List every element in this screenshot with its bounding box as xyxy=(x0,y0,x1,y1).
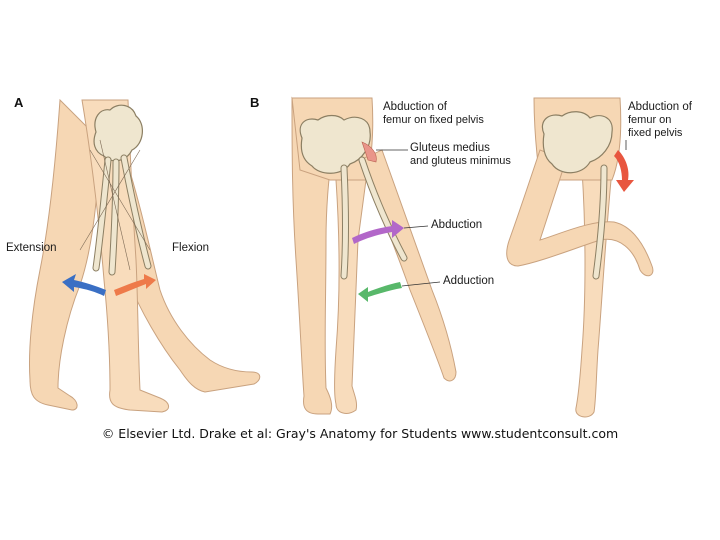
abduction-label: Abduction xyxy=(431,219,483,231)
abduction-fixed-pelvis-label-line1: Abduction of xyxy=(383,101,447,113)
extension-arrow xyxy=(62,274,106,296)
flexion-arrow xyxy=(114,274,156,296)
abduction-fixed-pelvis-label-line2: femur on fixed pelvis xyxy=(383,114,484,126)
adduction-label: Adduction xyxy=(443,275,495,287)
flexion-label: Flexion xyxy=(172,242,210,254)
pelvis-bone-a xyxy=(93,104,143,162)
center-right-leg xyxy=(334,179,367,414)
panel-b-right-illustration xyxy=(506,97,654,418)
panel-b-illustration xyxy=(291,96,457,415)
gluteus-label-line2: and gluteus minimus xyxy=(410,155,511,167)
pelvis-bone-right xyxy=(541,111,613,174)
extended-leg xyxy=(28,98,101,411)
panel-a-illustration xyxy=(28,98,261,413)
adduction-arrow xyxy=(358,282,402,302)
adduction-leader xyxy=(401,281,441,287)
right-standing-leg xyxy=(575,169,613,418)
right-abduction-label-line1: Abduction of xyxy=(628,101,692,113)
right-abduction-label-line2: femur on xyxy=(628,114,672,126)
abduction-leader xyxy=(403,225,429,229)
right-abduction-label-line3: fixed pelvis xyxy=(628,127,683,139)
gluteus-label-line1: Gluteus medius xyxy=(410,142,490,154)
right-lifted-leg xyxy=(506,149,654,277)
abduction-arrow xyxy=(352,220,404,244)
center-abducted-leg xyxy=(359,149,457,382)
copyright-credit: © Elsevier Ltd. Drake et al: Gray's Anat… xyxy=(101,426,619,441)
panel-a-letter: A xyxy=(14,95,24,110)
gluteus-muscle xyxy=(361,141,377,163)
extension-label: Extension xyxy=(6,242,57,254)
panel-b-letter: B xyxy=(250,95,260,110)
pelvis-bone-b xyxy=(299,114,371,174)
pelvis-abduction-arrow xyxy=(614,150,634,192)
